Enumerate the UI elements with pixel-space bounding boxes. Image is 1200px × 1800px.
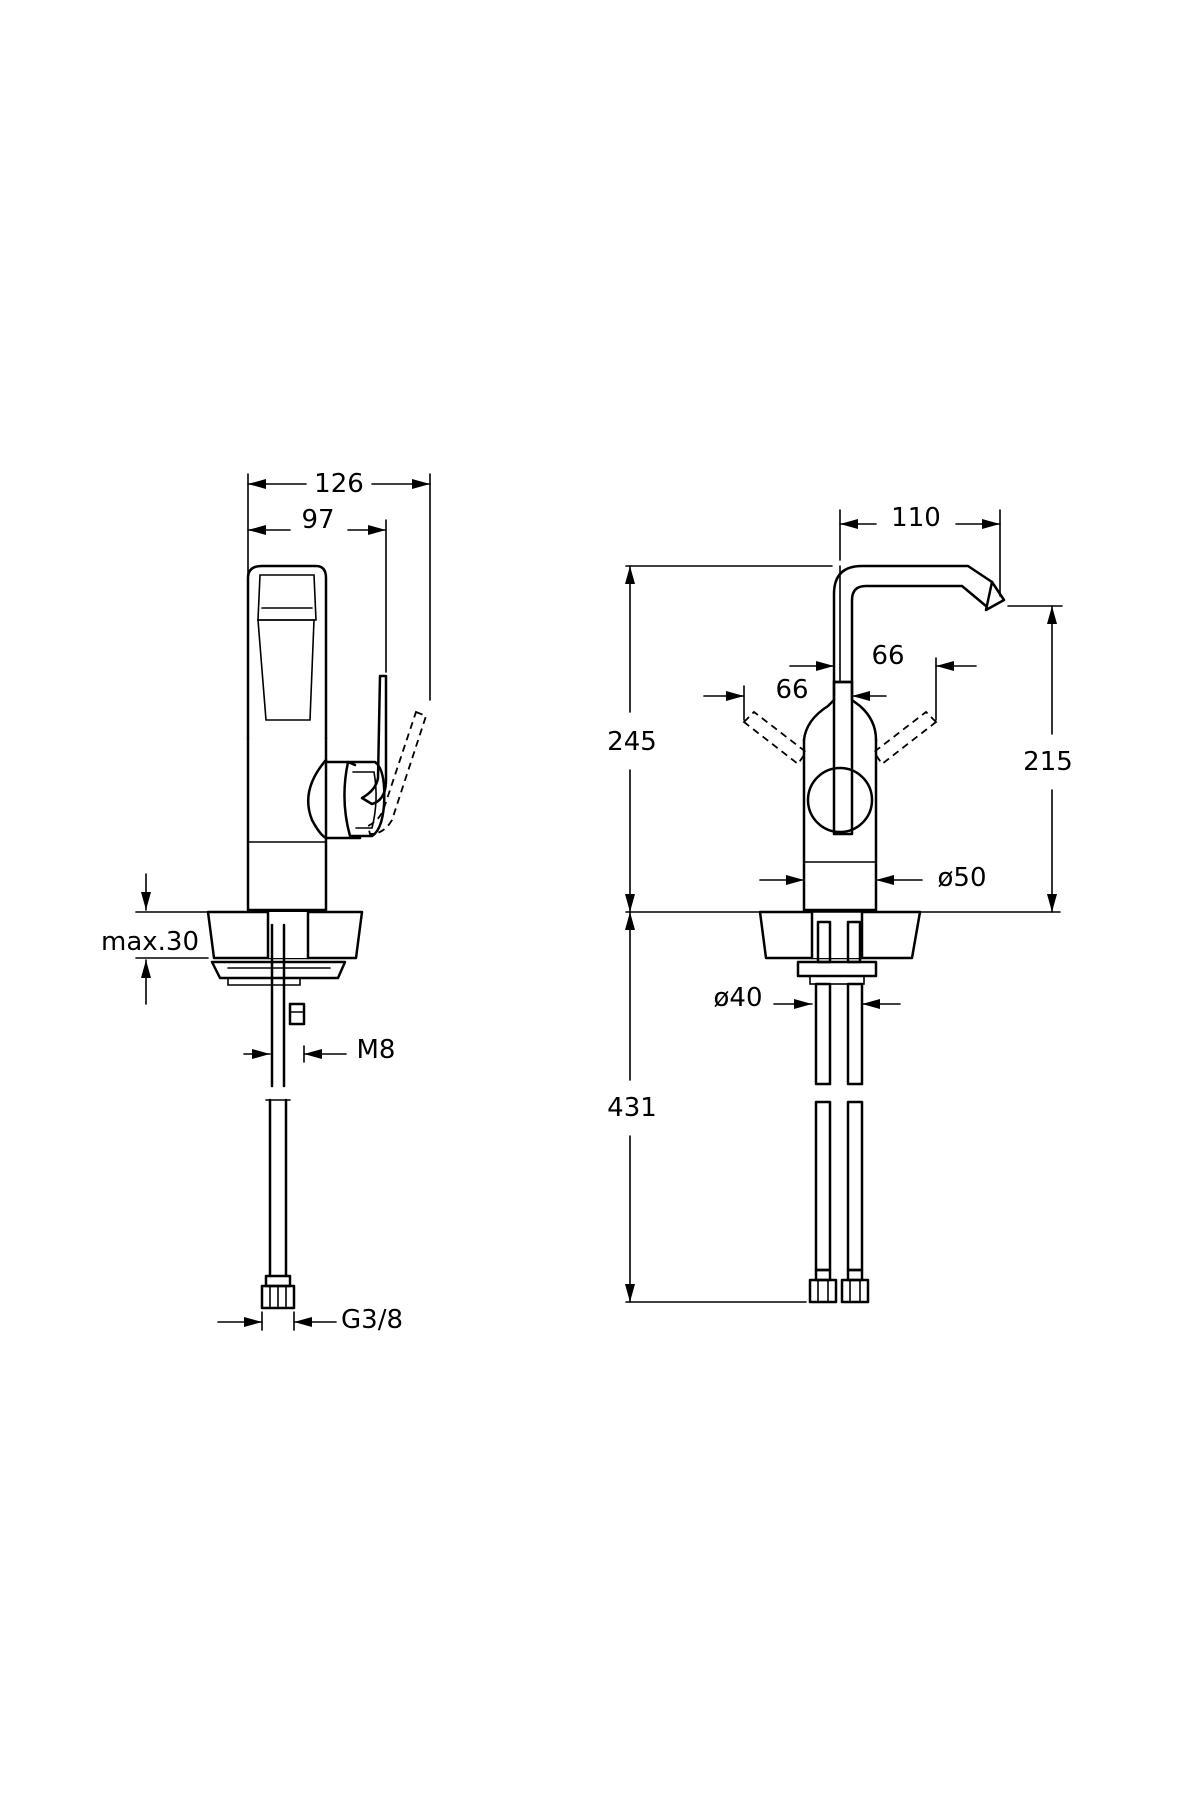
dim-431: 431	[607, 911, 807, 1303]
dim-215-label: 215	[1023, 747, 1073, 777]
dim-66-right-label: 66	[871, 641, 904, 671]
side-tap-body	[246, 564, 428, 912]
dim-97: 97	[247, 505, 387, 673]
dim-m8-label: M8	[357, 1035, 396, 1065]
dim-d40-label: ø40	[714, 983, 763, 1013]
front-countertop	[758, 910, 922, 960]
side-mounting-plate	[210, 960, 347, 986]
front-braided-hoses	[808, 920, 870, 1304]
front-mounting-nut	[796, 960, 878, 985]
dim-m8: M8	[243, 1035, 396, 1065]
side-view: 126 97 max.30 M8	[101, 469, 431, 1335]
front-view: 110 245 215	[607, 503, 1073, 1304]
dim-max-30: max.30	[101, 873, 209, 1005]
dim-66-left: 66	[703, 675, 887, 721]
side-countertop	[206, 910, 364, 960]
dim-215: 215	[1007, 605, 1073, 913]
side-supply-pipes	[260, 923, 306, 1310]
dim-d50: ø50	[759, 863, 987, 893]
dim-110-label: 110	[891, 503, 941, 533]
dim-126-label: 126	[314, 469, 364, 499]
dim-110: 110	[839, 503, 1001, 597]
dim-431-label: 431	[607, 1093, 657, 1123]
front-tap-body	[742, 564, 1006, 912]
dim-245: 245	[607, 565, 833, 913]
dim-g38-label: G3/8	[341, 1305, 403, 1335]
dim-66-right: 66	[789, 641, 977, 721]
dim-g38: G3/8	[217, 1305, 403, 1335]
dim-66-left-label: 66	[775, 675, 808, 705]
dim-max-30-label: max.30	[101, 927, 199, 957]
dim-245-label: 245	[607, 727, 657, 757]
dim-d40: ø40	[714, 983, 901, 1013]
dim-d50-label: ø50	[938, 863, 987, 893]
dim-97-label: 97	[301, 505, 334, 535]
dim-126: 126	[247, 469, 431, 729]
